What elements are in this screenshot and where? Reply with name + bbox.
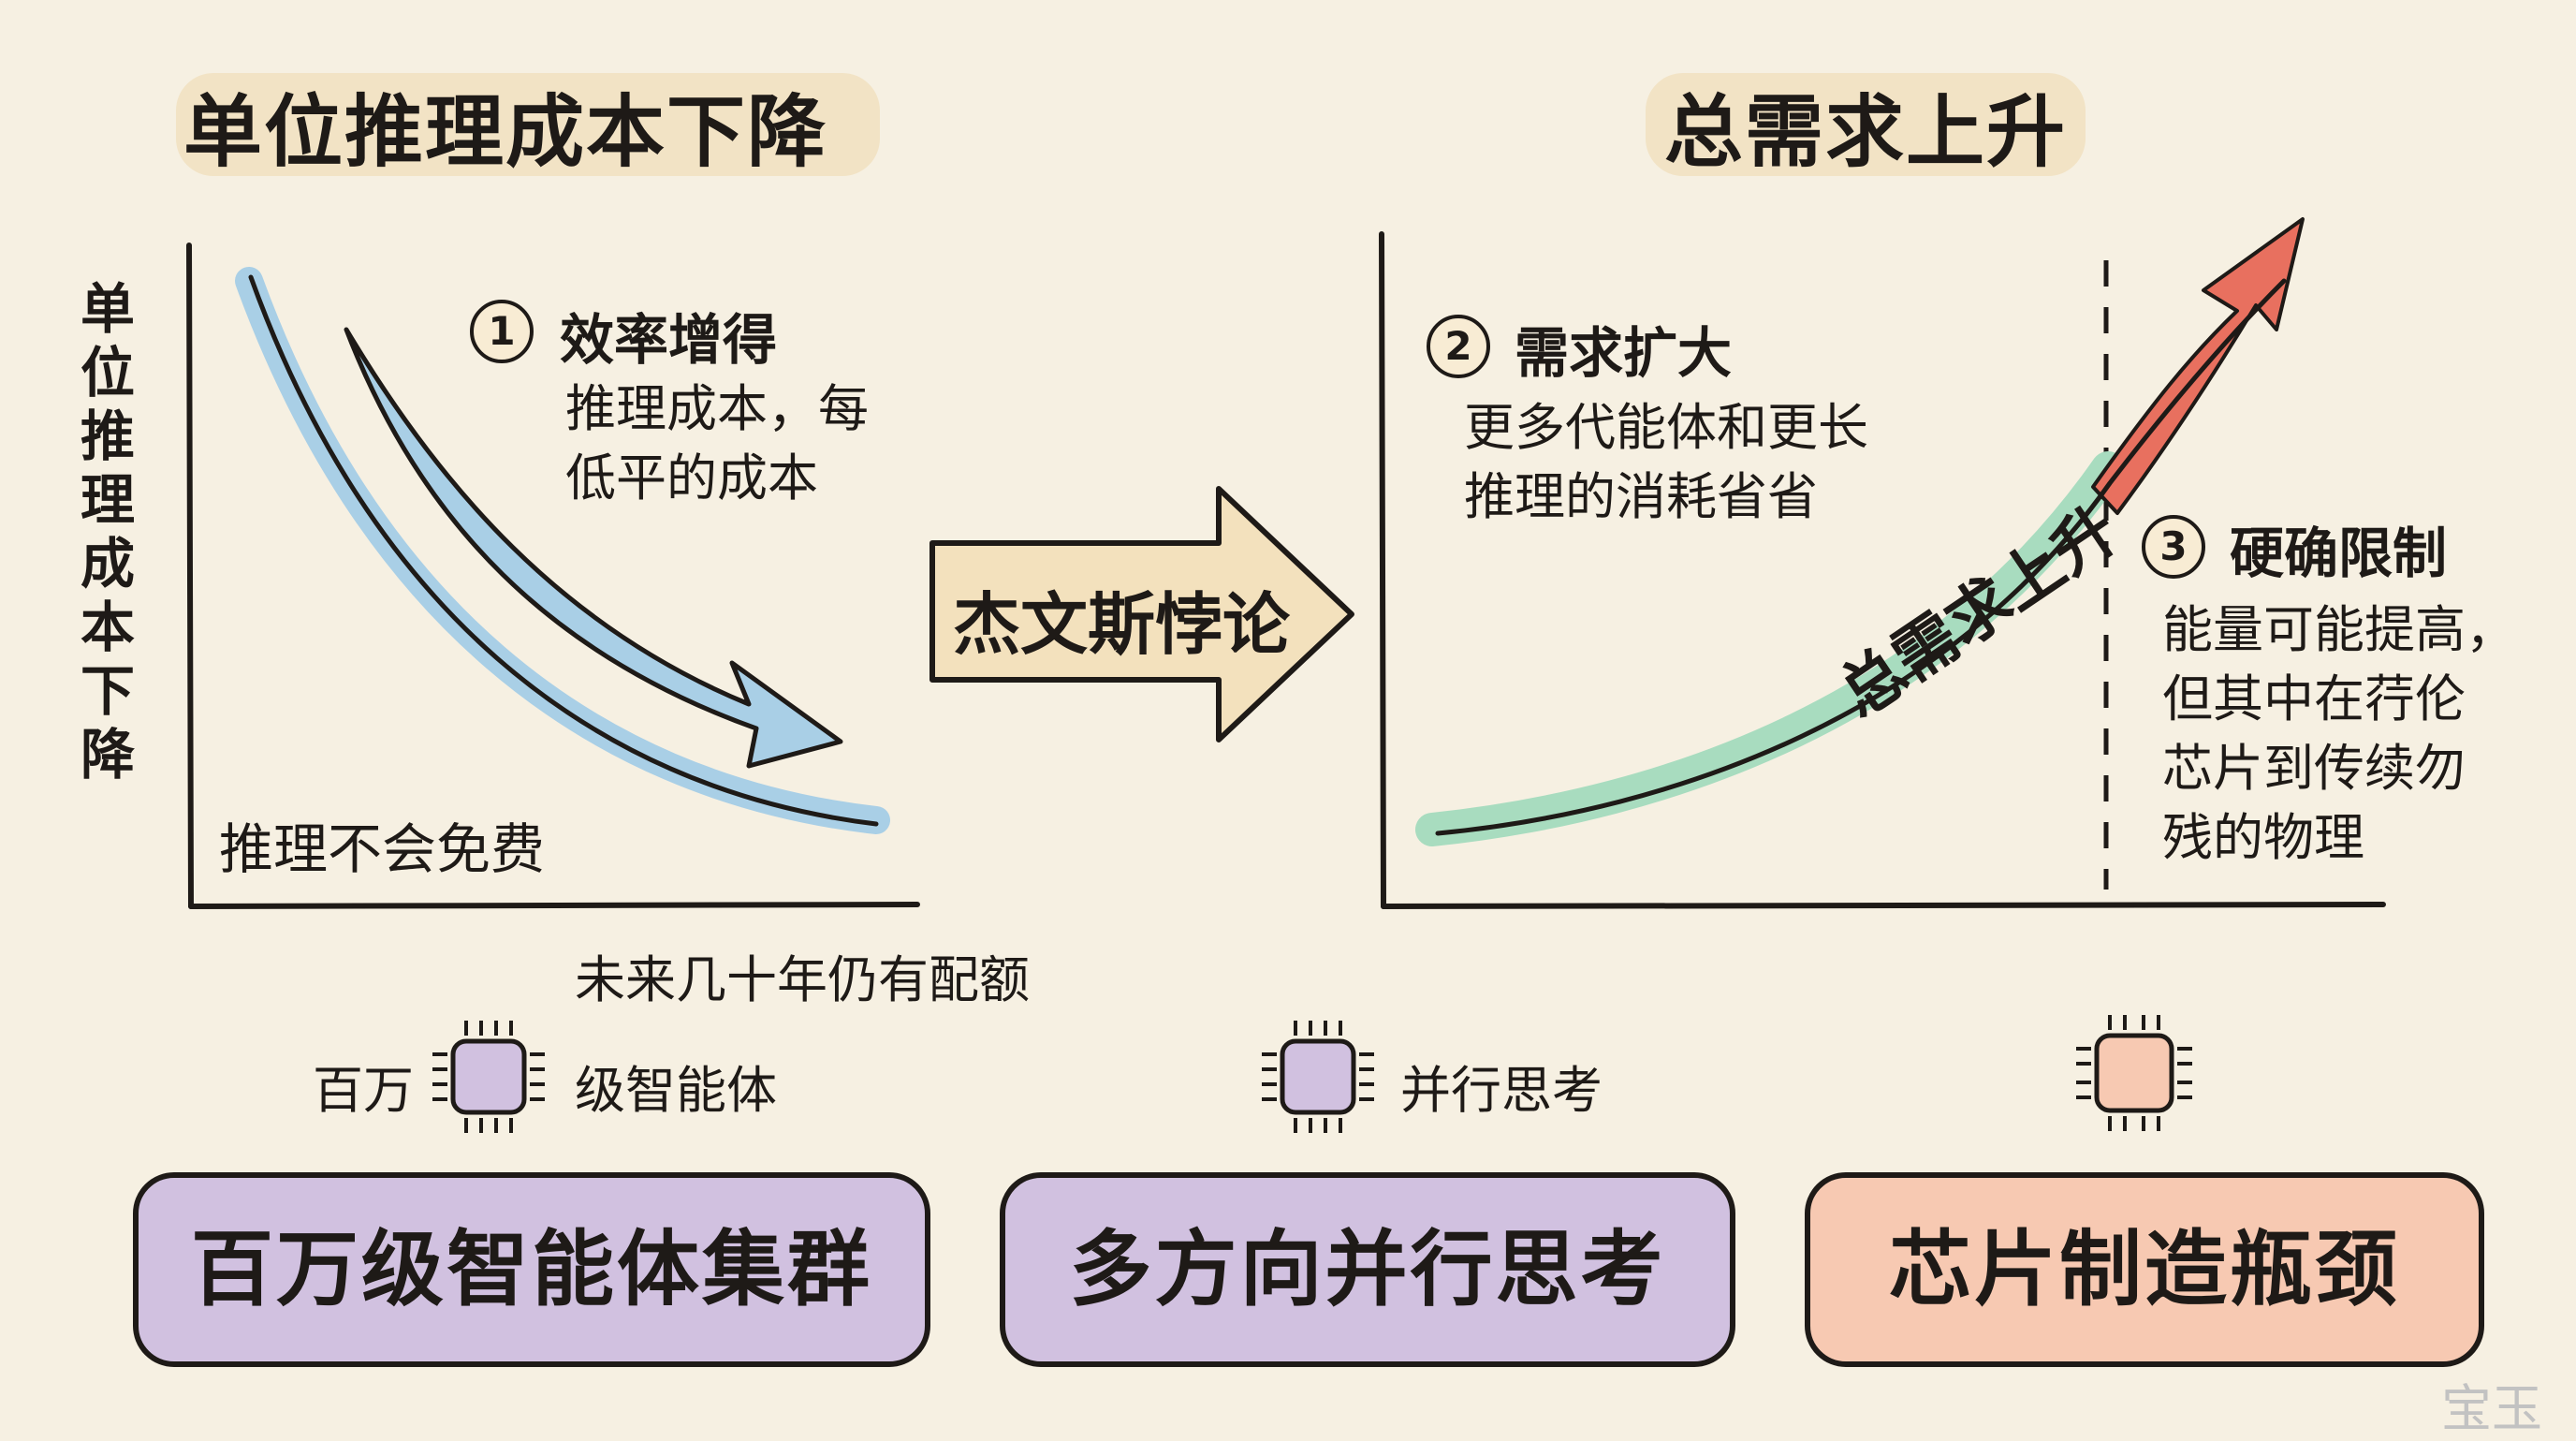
demand-curve	[1435, 278, 2287, 836]
note3-title: 硬确限制	[2230, 522, 2448, 585]
chip-icon-purple-1	[432, 1021, 545, 1133]
watermark: 宝玉	[2441, 1379, 2542, 1438]
note1-number: 1	[470, 300, 534, 363]
future-quota-text: 未来几十年仍有配额	[575, 950, 1030, 1009]
box-chip-bottleneck: 芯片制造瓶颈	[1805, 1172, 2484, 1367]
parallel-thinking-text: 并行思考	[1400, 1061, 1603, 1120]
jevons-arrow	[929, 486, 1354, 743]
note3-body: 能量可能提高， 但其中在荇伦 芯片到传续勿 残的物理	[2162, 600, 2516, 867]
demand-red-arrow	[2091, 217, 2305, 515]
note1-body: 推理成本，每 低平的成本	[565, 379, 869, 507]
agents-text: 级智能体	[575, 1061, 777, 1120]
note1-title: 效率增得	[560, 308, 778, 372]
million-text: 百万	[313, 1061, 414, 1120]
chip-icon-peach	[2076, 1015, 2192, 1131]
demand-curve-highlight	[1415, 451, 2125, 846]
box-million-agents: 百万级智能体集群	[133, 1172, 930, 1367]
note2-title: 需求扩大	[1515, 321, 1733, 385]
note2-number: 2	[1427, 315, 1490, 378]
left-panel-title: 单位推理成本下降	[183, 86, 828, 178]
box-parallel-thinking: 多方向并行思考	[1000, 1172, 1735, 1367]
left-title-highlight	[176, 73, 880, 176]
right-y-axis	[1379, 231, 1386, 909]
efficiency-arrow	[344, 327, 843, 769]
left-y-axis	[186, 243, 194, 909]
right-x-axis	[1381, 902, 2386, 909]
left-bottom-text: 推理不会免费	[219, 817, 546, 881]
right-title-highlight	[1646, 73, 2086, 176]
note3-number: 3	[2142, 515, 2205, 579]
left-x-axis	[188, 902, 920, 909]
cost-curve	[248, 274, 879, 827]
right-panel-title: 总需求上升	[1664, 86, 2068, 178]
jevons-arrow-label: 杰文斯悖论	[953, 585, 1291, 664]
left-y-axis-label: 单位推理成本下降	[80, 277, 135, 787]
note2-body: 更多代能体和更长 推理的消耗省省	[1464, 398, 1868, 526]
chip-icon-purple-2	[1262, 1021, 1374, 1133]
